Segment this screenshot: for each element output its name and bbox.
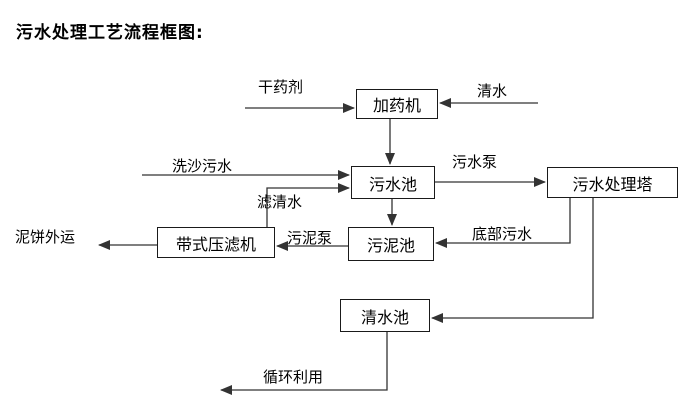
node-dosing-machine: 加药机 <box>356 89 438 119</box>
label-dry-chemical: 干药剂 <box>258 78 304 96</box>
node-sewage-pool: 污水池 <box>351 166 435 199</box>
label-filtered-water: 滤清水 <box>257 193 303 211</box>
label-mud-cake-out: 泥饼外运 <box>15 228 76 246</box>
node-belt-filter-press: 带式压滤机 <box>157 227 275 258</box>
node-treatment-tower: 污水处理塔 <box>547 167 678 198</box>
edge-treatment-tower-to-clean-water-pool <box>431 198 594 323</box>
label-sewage-pump: 污水泵 <box>452 153 498 171</box>
page-title: 污水处理工艺流程框图: <box>16 23 204 43</box>
edge-filtered-water-to-sewage-pool <box>266 183 350 227</box>
node-sludge-pool: 污泥池 <box>348 227 434 261</box>
edge-bottom-sewage-to-sludge-pool <box>435 198 571 248</box>
node-clean-water-pool: 清水池 <box>340 299 430 332</box>
label-recycle-reuse: 循环利用 <box>263 368 324 386</box>
label-bottom-sewage: 底部污水 <box>472 225 533 243</box>
label-clean-water: 清水 <box>477 82 508 100</box>
label-sludge-pump: 污泥泵 <box>287 229 333 247</box>
edge-clean-water-pool-to-recycle <box>220 332 388 395</box>
label-sand-washing-sewage: 洗沙污水 <box>172 157 233 175</box>
